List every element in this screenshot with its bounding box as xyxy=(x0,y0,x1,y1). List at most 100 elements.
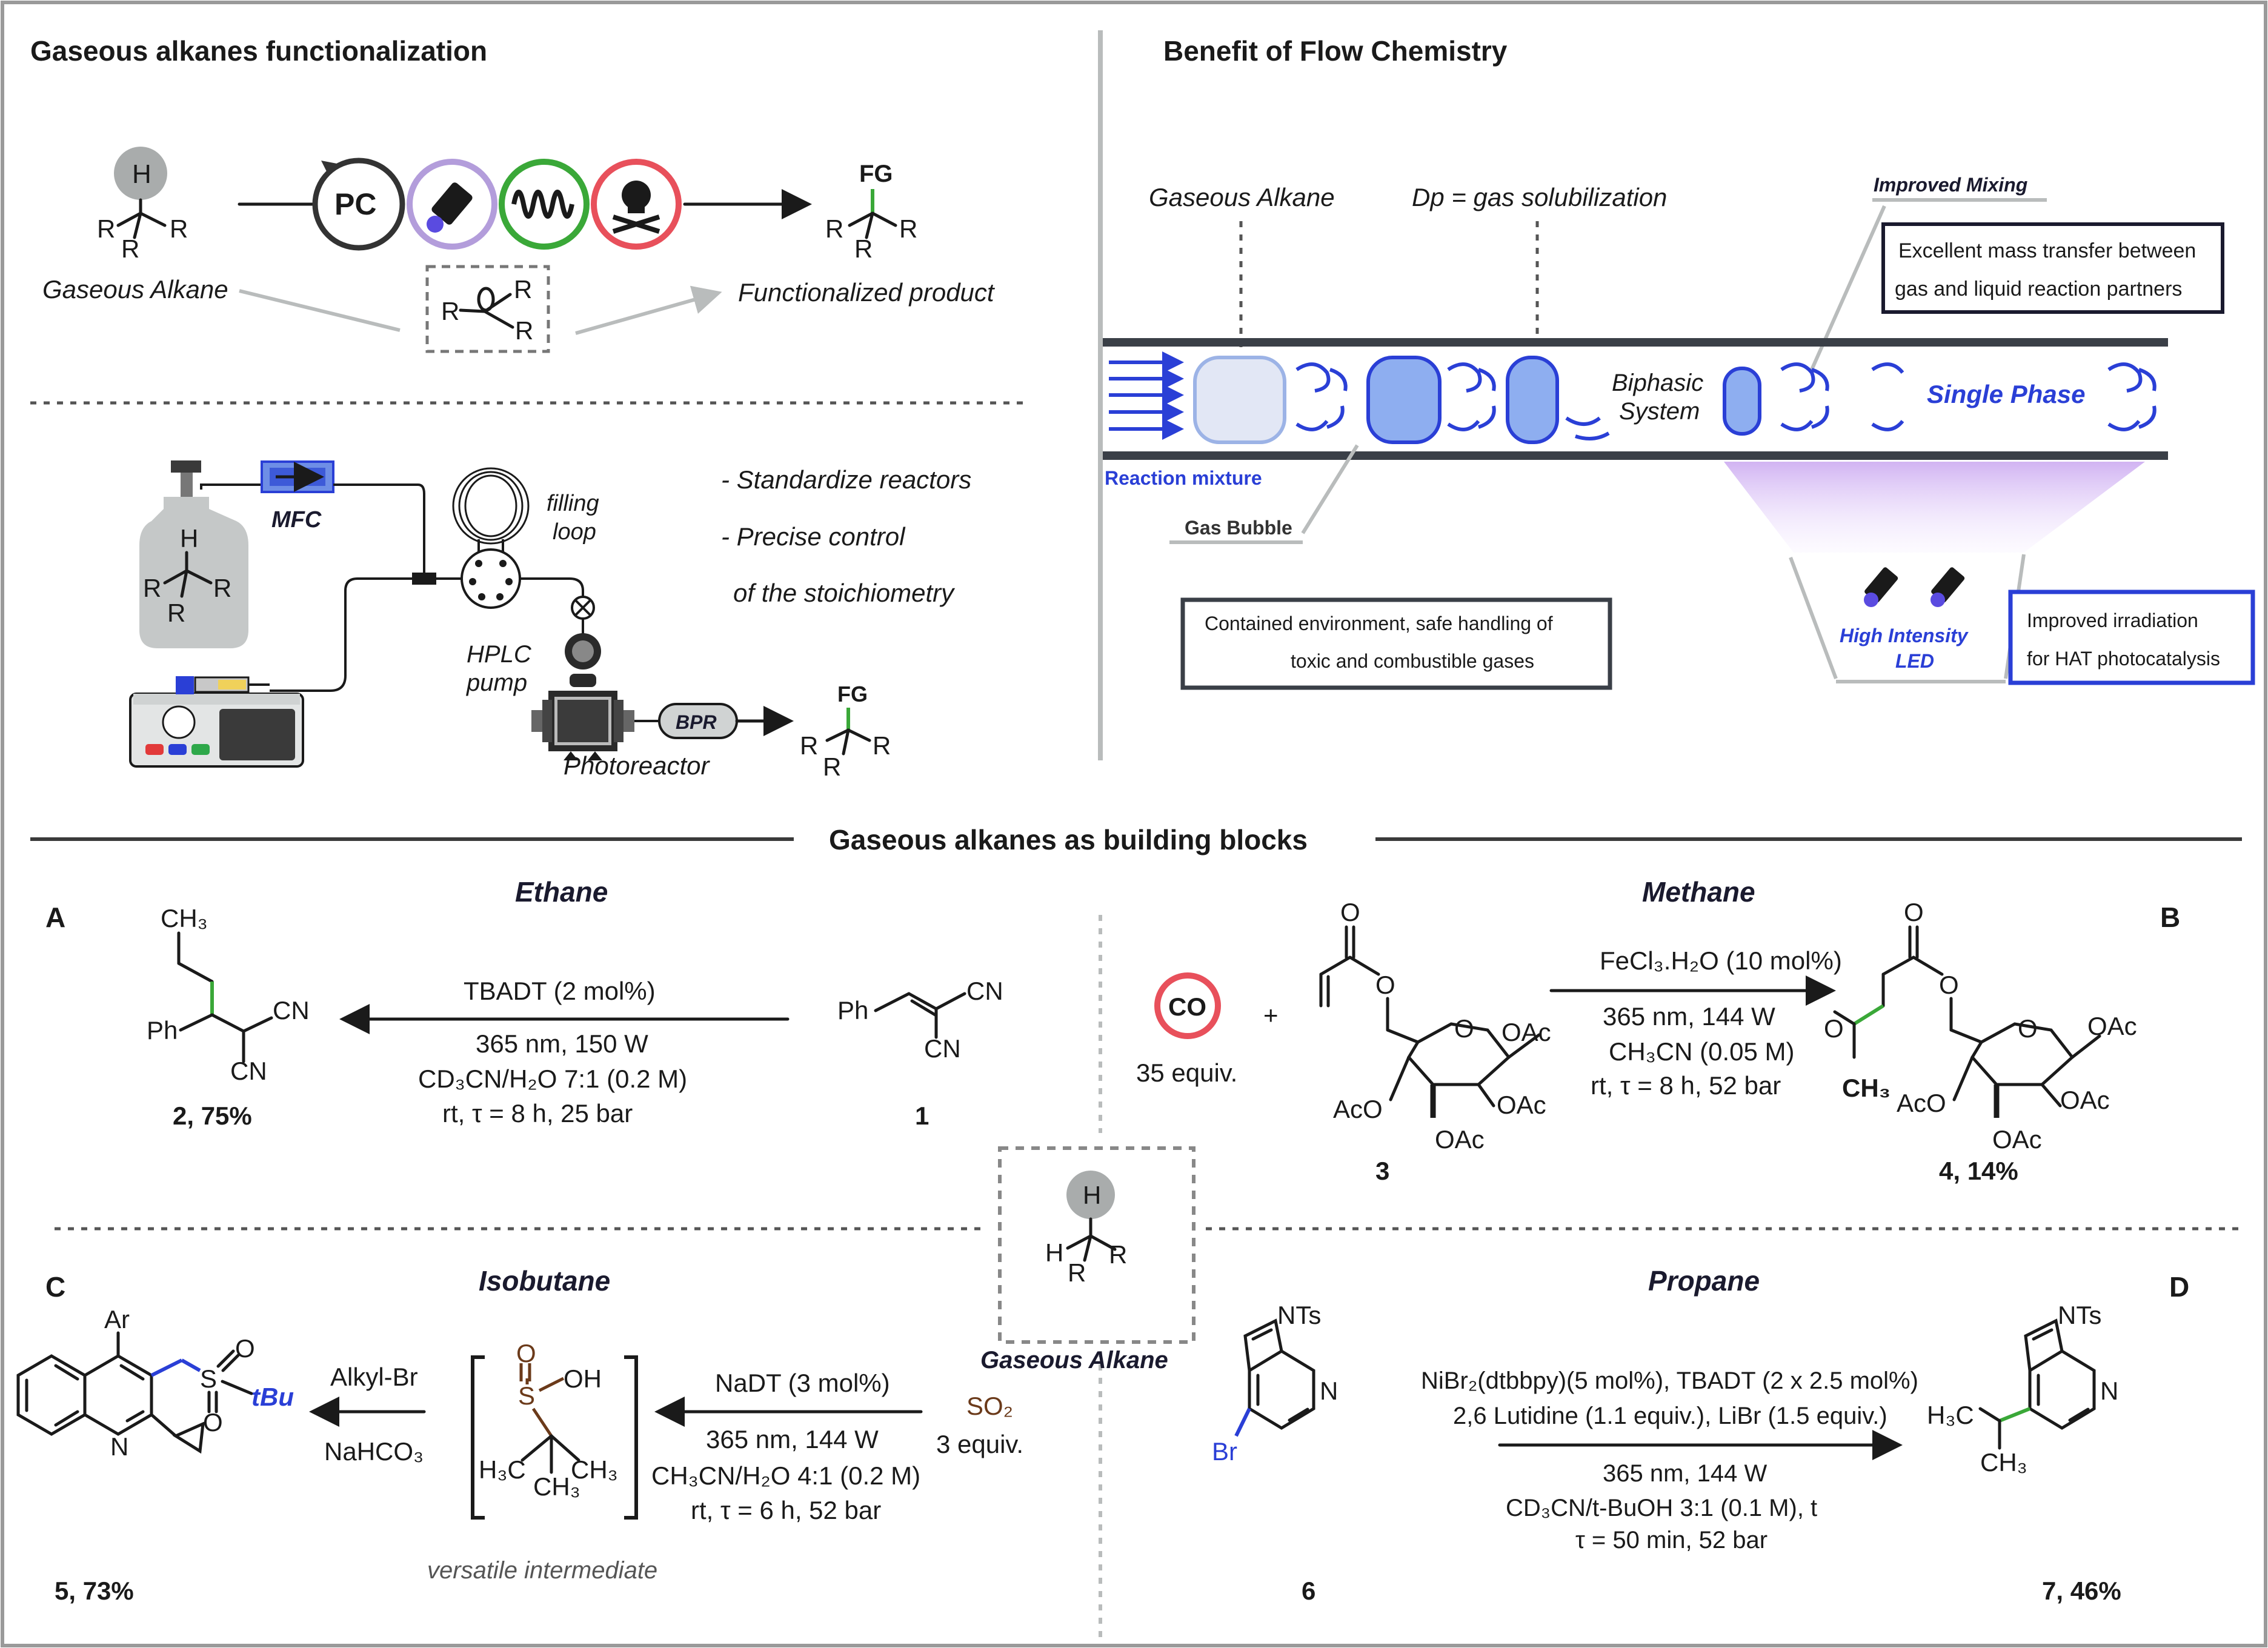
top-right-title: Benefit of Flow Chemistry xyxy=(1163,35,1508,67)
substrate-3-structure: O O O OAc OAc OAc AcO xyxy=(1319,898,1551,1154)
svg-text:OAc: OAc xyxy=(2087,1012,2137,1040)
svg-text:R: R xyxy=(899,214,917,243)
irradiation-cone xyxy=(1724,462,2145,553)
product-4-structure: O O CH₃ O O OAc OAc OAc AcO xyxy=(1824,898,2137,1154)
svg-text:CH₃: CH₃ xyxy=(1980,1448,2027,1477)
mass-transfer-box xyxy=(1881,222,2224,314)
contained-line1: Contained environment, safe handling of xyxy=(1205,613,1553,634)
methane-cond-2: 365 nm, 144 W xyxy=(1603,1002,1775,1031)
propane-cond-2: 2,6 Lutidine (1.1 equiv.), LiBr (1.5 equ… xyxy=(1453,1403,1887,1429)
reaction-mixture-label: Reaction mixture xyxy=(1105,467,1262,489)
t-junction xyxy=(412,573,436,585)
syringe-pump-device xyxy=(129,676,304,768)
svg-text:OH: OH xyxy=(564,1364,602,1393)
nahco3-label: NaHCO₃ xyxy=(324,1437,424,1466)
so2-label: SO₂ xyxy=(966,1392,1013,1420)
top-left-title: Gaseous alkanes functionalization xyxy=(30,35,487,67)
svg-text:O: O xyxy=(235,1334,255,1363)
versatile-intermediate-label: versatile intermediate xyxy=(427,1557,657,1584)
section-b-letter: B xyxy=(2160,902,2180,933)
gas-bubble-small xyxy=(1723,367,1761,436)
svg-text:R: R xyxy=(800,731,818,760)
svg-text:OAc: OAc xyxy=(1435,1125,1485,1154)
bracket-left xyxy=(471,1355,485,1520)
co-icon: CO xyxy=(1154,972,1221,1039)
product-2-label: 2, 75% xyxy=(173,1101,252,1130)
svg-text:S: S xyxy=(200,1364,217,1393)
flow-gaseous-alkane-label: Gaseous Alkane xyxy=(1149,183,1335,211)
bpr-label: BPR xyxy=(676,711,717,733)
gray-arrow-right xyxy=(575,285,722,335)
svg-text:R: R xyxy=(823,753,841,781)
radical-structure: R R R xyxy=(441,275,533,345)
ethane-cond-2: 365 nm, 150 W xyxy=(476,1029,648,1058)
svg-text:AcO: AcO xyxy=(1897,1089,1946,1117)
section-a-letter: A xyxy=(45,902,65,933)
svg-text:R: R xyxy=(97,214,115,243)
valve-out-line xyxy=(520,577,584,597)
flow-dp-label: Dp = gas solubilization xyxy=(1412,183,1667,211)
radical-box xyxy=(425,265,550,353)
svg-text:O: O xyxy=(203,1408,223,1437)
svg-text:OAc: OAc xyxy=(1497,1091,1546,1119)
gas-bubble-3 xyxy=(1506,356,1559,444)
svg-text:PC: PC xyxy=(334,187,376,221)
led-icon xyxy=(407,159,497,250)
svg-text:CO: CO xyxy=(1168,992,1206,1021)
svg-text:CH₃: CH₃ xyxy=(533,1472,580,1501)
product-7-label: 7, 46% xyxy=(2042,1577,2121,1605)
product-5-structure: N Ar S O O tBu xyxy=(16,1305,294,1461)
setup-product-structure: FG R R R xyxy=(800,682,891,781)
improved-mixing-label: Improved Mixing xyxy=(1874,174,2027,196)
substrate-6-label: 6 xyxy=(1302,1577,1315,1605)
ethane-cond-4: rt, τ = 8 h, 25 bar xyxy=(442,1099,633,1128)
svg-text:O: O xyxy=(1340,898,1360,926)
svg-text:S: S xyxy=(518,1381,535,1410)
gas-bubble-large xyxy=(1193,356,1286,444)
propane-cond-4: CD₃CN/t-BuOH 3:1 (0.1 M), t xyxy=(1506,1495,1817,1521)
svg-text:R: R xyxy=(167,599,185,627)
svg-text:O: O xyxy=(516,1339,536,1367)
svg-text:AcO: AcO xyxy=(1333,1095,1383,1123)
svg-text:R: R xyxy=(121,234,139,263)
irradiation-line2: for HAT photocatalysis xyxy=(2027,648,2220,670)
photoreactor-device xyxy=(531,633,634,760)
svg-text:R: R xyxy=(170,214,188,243)
svg-text:Ar: Ar xyxy=(104,1305,130,1334)
svg-text:O: O xyxy=(1454,1014,1474,1043)
svg-text:O: O xyxy=(1939,971,1959,999)
isobutane-cond-4: rt, τ = 6 h, 52 bar xyxy=(691,1496,881,1524)
svg-text:R: R xyxy=(213,574,231,602)
center-alkane-box xyxy=(998,1146,1196,1344)
svg-text:FG: FG xyxy=(859,161,893,187)
gas-bubble-pointer xyxy=(1301,444,1359,534)
methane-title: Methane xyxy=(1642,876,1755,908)
mass-transfer-line1: Excellent mass transfer between xyxy=(1898,239,2196,262)
led-bracket-left xyxy=(1789,556,1838,680)
gas-bubble-2 xyxy=(1366,356,1442,444)
svg-text:CN: CN xyxy=(966,977,1003,1005)
co-equiv-label: 35 equiv. xyxy=(1136,1058,1237,1087)
contained-box xyxy=(1180,597,1612,690)
isobutane-title: Isobutane xyxy=(479,1265,610,1297)
methane-cond-3: CH₃CN (0.05 M) xyxy=(1609,1037,1794,1066)
svg-text:H: H xyxy=(180,524,198,553)
svg-text:O: O xyxy=(1904,898,1924,926)
svg-text:N: N xyxy=(2100,1377,2118,1405)
isobutane-cond-2: 365 nm, 144 W xyxy=(706,1425,879,1454)
inlet-flow-arrows xyxy=(1109,351,1184,440)
svg-text:R: R xyxy=(825,214,843,243)
section-d-letter: D xyxy=(2169,1271,2189,1303)
ethane-cond-3: CD₃CN/H₂O 7:1 (0.2 M) xyxy=(418,1065,687,1093)
gray-line-left xyxy=(239,289,401,332)
functionalized-product-structure: FG R R R xyxy=(825,161,917,263)
contained-line2: toxic and combustible gases xyxy=(1291,650,1534,672)
center-alkane-structure: H H R R xyxy=(1045,1171,1127,1287)
pc-icon: PC xyxy=(312,158,405,251)
ethane-cond-1: TBADT (2 mol%) xyxy=(464,977,656,1005)
svg-text:R: R xyxy=(854,234,873,263)
toxic-skull-icon xyxy=(591,159,682,250)
svg-text:R: R xyxy=(1109,1240,1127,1269)
